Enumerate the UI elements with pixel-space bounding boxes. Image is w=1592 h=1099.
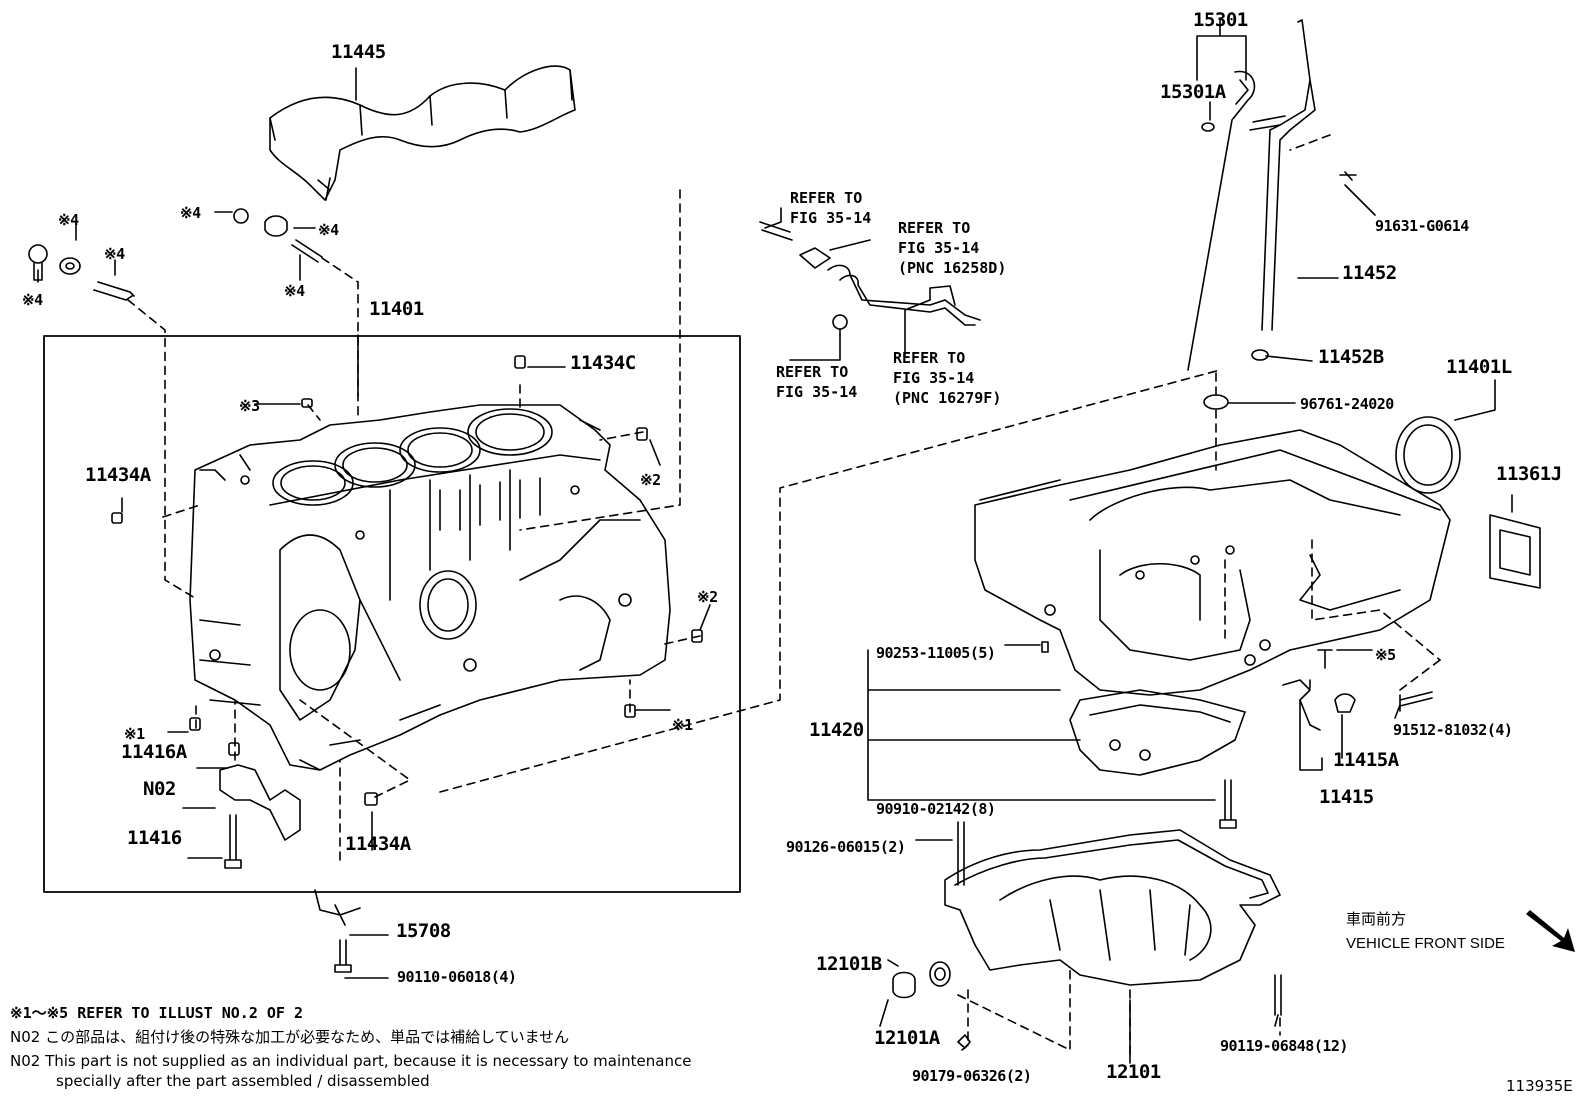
refer-fig-35-14-pnc-16258d[interactable]: REFER TO FIG 35-14 (PNC 16258D) (898, 219, 1007, 277)
label-11401[interactable]: 11401 (369, 298, 424, 320)
label-90119-06848[interactable]: 90119-06848(12) (1220, 1037, 1348, 1055)
label-12101[interactable]: 12101 (1106, 1061, 1161, 1083)
leader-lines (37, 19, 1513, 1064)
mark-4-nut: ※4 (180, 204, 201, 222)
refer-fig-35-14-a[interactable]: REFER TO FIG 35-14 (790, 189, 872, 227)
note-refer-illust: ※1～※5 REFER TO ILLUST NO.2 OF 2 (10, 1004, 303, 1022)
label-n02[interactable]: N02 (143, 778, 176, 800)
water-bypass-pipe-drawing (759, 221, 981, 330)
mark-4-long-stud: ※4 (284, 282, 305, 300)
label-91512-81032[interactable]: 91512-81032(4) (1393, 721, 1513, 739)
note-n02-en: N02 This part is not supplied as an indi… (10, 1052, 692, 1070)
oil-pan-12101-drawing (892, 829, 1282, 1049)
label-91631-g0614[interactable]: 91631-G0614 (1375, 217, 1469, 235)
mark-1-left: ※1 (124, 725, 145, 743)
label-15301[interactable]: 15301 (1193, 9, 1248, 31)
label-90179-06326[interactable]: 90179-06326(2) (912, 1067, 1032, 1085)
refer-fig-35-14-pnc-16279f[interactable]: REFER TO FIG 35-14 (PNC 16279F) (893, 349, 1002, 407)
diagram-id: 113935E (1506, 1077, 1573, 1095)
mark-4-bolt: ※4 (22, 291, 43, 309)
crankcase-drawing (974, 429, 1451, 776)
label-11452[interactable]: 11452 (1342, 262, 1397, 284)
label-11416a[interactable]: 11416A (121, 741, 187, 763)
mark-4-bracket: ※4 (318, 221, 339, 239)
label-11416[interactable]: 11416 (127, 827, 182, 849)
label-11445[interactable]: 11445 (331, 41, 386, 63)
assembly-box-11401 (43, 335, 741, 893)
mark-4-stud: ※4 (104, 245, 125, 263)
note-n02-ja: N02 この部品は、組付け後の特殊な加工が必要なため、単品では補給していません (10, 1028, 570, 1046)
front-indicator-ja: 車両前方 (1346, 911, 1407, 928)
front-direction-arrow-icon (1526, 910, 1575, 952)
note-n02-en-cont: specially after the part assembled / dis… (56, 1072, 430, 1090)
front-indicator-en: VEHICLE FRONT SIDE (1346, 935, 1505, 952)
refer-fig-35-14-b[interactable]: REFER TO FIG 35-14 (776, 363, 858, 401)
label-90253-11005[interactable]: 90253-11005(5) (876, 644, 996, 662)
label-11415[interactable]: 11415 (1319, 786, 1374, 808)
label-12101a[interactable]: 12101A (874, 1027, 940, 1049)
mark-2-upper: ※2 (640, 471, 661, 489)
label-11361j[interactable]: 11361J (1496, 463, 1562, 485)
label-11452b[interactable]: 11452B (1318, 346, 1384, 368)
insulator-11445-drawing (269, 65, 576, 201)
mark-3: ※3 (239, 397, 260, 415)
label-90910-02142[interactable]: 90910-02142(8) (876, 800, 996, 818)
mark-2-lower: ※2 (697, 588, 718, 606)
label-11415a[interactable]: 11415A (1333, 749, 1399, 771)
label-11434c[interactable]: 11434C (570, 352, 636, 374)
label-96761-24020[interactable]: 96761-24020 (1300, 395, 1394, 413)
label-15301a[interactable]: 15301A (1160, 81, 1226, 103)
label-12101b[interactable]: 12101B (816, 953, 882, 975)
label-15708[interactable]: 15708 (396, 920, 451, 942)
small-parts-right (957, 394, 1541, 886)
bolt-group-left (28, 208, 323, 301)
mark-5: ※5 (1375, 646, 1396, 664)
label-90126-06015[interactable]: 90126-06015(2) (786, 838, 906, 856)
cylinder-block-drawing (189, 404, 671, 771)
label-90110-06018[interactable]: 90110-06018(4) (397, 968, 517, 986)
mark-1-right: ※1 (672, 716, 693, 734)
oil-level-gauge-drawing (1187, 19, 1357, 371)
label-11401l[interactable]: 11401L (1446, 356, 1512, 378)
label-11420[interactable]: 11420 (809, 719, 864, 741)
label-11434a-bottom[interactable]: 11434A (345, 833, 411, 855)
mark-4-top-left-washer: ※4 (58, 211, 79, 229)
label-11434a-left[interactable]: 11434A (85, 464, 151, 486)
small-parts-block (111, 355, 703, 973)
